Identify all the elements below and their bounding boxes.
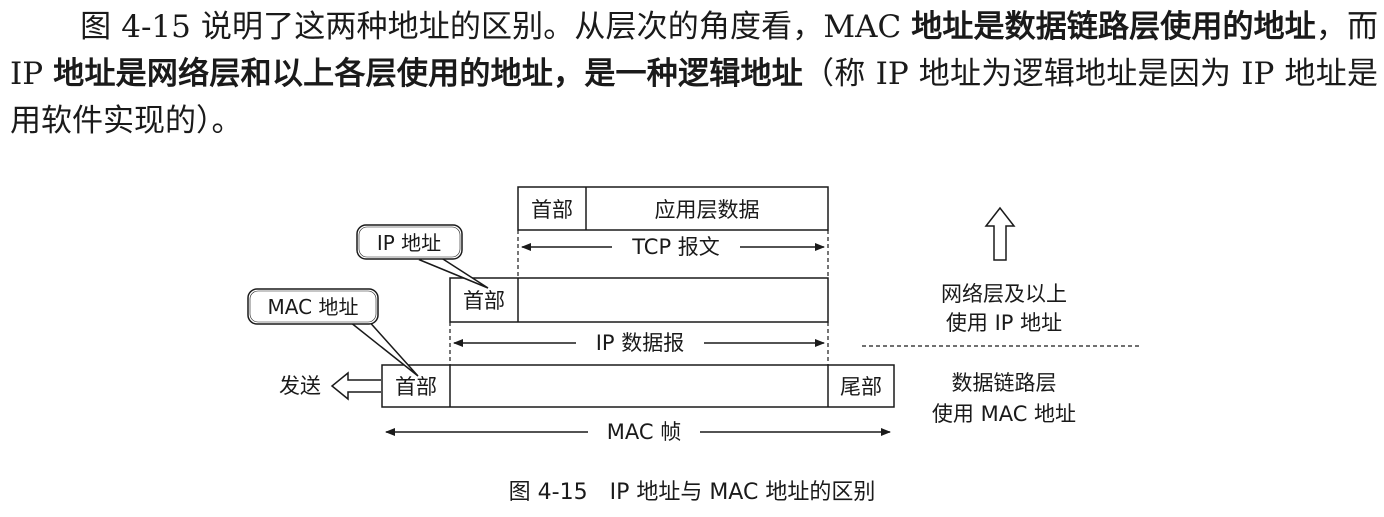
paragraph-text-3: （称 IP 地址为逻辑地址是因为 IP 地址是用软件实现的）。 <box>10 56 1378 139</box>
ip-address-callout: IP 地址 <box>356 224 489 289</box>
send-label: 发送 <box>279 374 321 398</box>
mac-address-callout-label: MAC 地址 <box>268 295 359 319</box>
body-paragraph: 图 4-15 说明了这两种地址的区别。从层次的角度看，MAC 地址是数据链路层使… <box>10 4 1378 145</box>
ip-datagram-box: 首部 <box>449 277 829 323</box>
up-arrow-icon <box>984 206 1016 261</box>
paragraph-bold-2: 地址是网络层和以上各层使用的地址，是一种逻辑地址 <box>53 56 804 92</box>
tcp-span-arrow: TCP 报文 <box>521 235 825 259</box>
ip-span-arrow: IP 数据报 <box>453 331 825 355</box>
mac-trailer-label: 尾部 <box>840 375 882 399</box>
mac-address-callout: MAC 地址 <box>247 288 419 377</box>
mac-frame-label: MAC 帧 <box>607 420 681 444</box>
send-arrow-icon <box>330 371 381 401</box>
ip-address-callout-label: IP 地址 <box>377 231 441 255</box>
figure-caption: 图 4-15 IP 地址与 MAC 地址的区别 <box>509 480 876 505</box>
ip-header-label: 首部 <box>463 289 505 313</box>
network-layer-label-line2: 使用 IP 地址 <box>946 311 1062 335</box>
app-data-label: 应用层数据 <box>655 198 760 222</box>
paragraph-text-2: ，而 IP <box>10 9 1379 92</box>
paragraph-bold-1: 地址是数据链路层使用的地址 <box>911 9 1316 45</box>
mac-frame-box: 首部 尾部 <box>381 364 895 408</box>
tcp-header-label: 首部 <box>531 198 573 222</box>
tcp-segment-box: 首部 应用层数据 <box>517 186 829 231</box>
ip-datagram-label: IP 数据报 <box>596 331 685 355</box>
datalink-layer-label-line1: 数据链路层 <box>952 371 1057 395</box>
mac-span-arrow: MAC 帧 <box>385 420 891 444</box>
datalink-layer-label-line2: 使用 MAC 地址 <box>932 402 1076 426</box>
network-layer-label-line1: 网络层及以上 <box>941 282 1067 306</box>
mac-header-label: 首部 <box>395 375 437 399</box>
paragraph-text-1: 图 4-15 说明了这两种地址的区别。从层次的角度看，MAC <box>80 9 912 45</box>
tcp-segment-label: TCP 报文 <box>631 235 720 259</box>
